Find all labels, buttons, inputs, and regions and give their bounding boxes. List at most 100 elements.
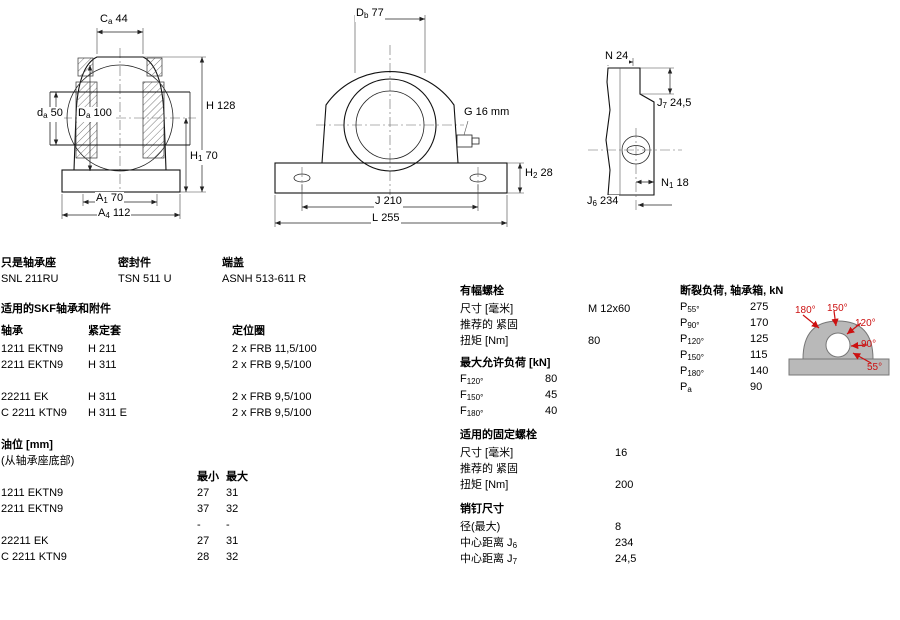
oil-name-cell: 1211 EKTN9 [1, 487, 64, 499]
foundation-size-value: 16 [615, 447, 628, 459]
breaking-load-P-label: P150° [680, 349, 704, 362]
breaking-load-title: 断裂负荷, 轴承箱, kN [680, 285, 784, 297]
breaking-load-P-label: P90° [680, 317, 700, 330]
bearing-cell: 22211 EK [1, 391, 49, 403]
foundation-bolts-title: 适用的固定螺栓 [460, 429, 537, 441]
end-cover-designation: ASNH 513-611 R [222, 273, 307, 285]
foundation-size-label: 尺寸 [毫米] [460, 447, 514, 459]
oil-level-subtitle: (从轴承座底部) [1, 455, 75, 467]
angle-label-150: 150° [827, 303, 848, 314]
bearing-cell: C 2211 KTN9 [1, 407, 67, 419]
bearing-section-right [142, 81, 165, 159]
dim-label-Db: Db 77 [355, 7, 385, 22]
angle-label-90: 90° [861, 339, 877, 350]
ring-cell: 2 x FRB 9,5/100 [232, 407, 312, 419]
bearings-table-title: 适用的SKF轴承和附件 [1, 303, 111, 315]
load-arrow-120 [846, 322, 862, 335]
dim-label-A4: A4 112 [97, 207, 132, 222]
oil-level-title: 油位 [mm] [1, 439, 53, 451]
dim-label-G: G 16 mm [463, 106, 511, 121]
oil-min-cell: - [197, 519, 201, 531]
load-arrow-150 [831, 310, 839, 327]
ring-cell: 2 x FRB 9,5/100 [232, 391, 312, 403]
sleeve-cell: H 311 [88, 359, 117, 371]
dim-label-N1: N1 18 [660, 177, 690, 192]
max-load-F-label: F120° [460, 373, 484, 386]
oil-max-cell: - [226, 519, 230, 531]
bearing-cell: 1211 EKTN9 [1, 343, 64, 355]
dim-label-Ca: Ca 44 [99, 13, 129, 28]
cap-bolts-rec-label: 推荐的 紧固 [460, 319, 519, 331]
col-header-sleeve: 紧定套 [88, 325, 121, 337]
col-header-ring: 定位圈 [232, 325, 265, 337]
max-load-F-value: 40 [545, 405, 558, 417]
pin-row-label: 中心距离 J6 [460, 537, 518, 550]
angle-label-120: 120° [855, 318, 876, 329]
cap-bolt-left [77, 57, 94, 77]
breaking-load-P-label: Pa [680, 381, 692, 394]
pin-row-value: 24,5 [615, 553, 637, 565]
max-load-title: 最大允许负荷 [kN] [460, 357, 551, 369]
sleeve-cell: H 311 E [88, 407, 127, 419]
load-arrow-90 [850, 341, 868, 350]
pin-row-label: 径(最大) [460, 521, 501, 533]
pin-row-value: 8 [615, 521, 622, 533]
side-view-drawing [274, 15, 524, 227]
cap-bolts-size-value: M 12x60 [588, 303, 631, 315]
dim-label-H1: H1 70 [189, 150, 219, 165]
breaking-load-P-value: 90 [750, 381, 763, 393]
seal-designation: TSN 511 U [118, 273, 172, 285]
col-header-max: 最大 [226, 471, 248, 483]
dim-label-J7: J7 24,5 [656, 97, 693, 112]
oil-max-cell: 31 [226, 487, 239, 499]
dim-label-H: H 128 [205, 100, 237, 115]
oil-min-cell: 37 [197, 503, 210, 515]
col-header-min: 最小 [197, 471, 219, 483]
pin-row-label: 中心距离 J7 [460, 553, 518, 566]
oil-max-cell: 32 [226, 503, 239, 515]
angle-label-55: 55° [867, 362, 883, 373]
cap-bolts-torque-label: 扭矩 [Nm] [460, 335, 509, 347]
oil-name-cell: C 2211 KTN9 [1, 551, 67, 563]
dim-label-J: J 210 [374, 195, 403, 210]
end-cover-label: 端盖 [222, 257, 244, 269]
breaking-load-P-value: 140 [750, 365, 769, 377]
end-view-drawing [588, 58, 682, 212]
seal-label: 密封件 [118, 257, 151, 269]
load-direction-diagram [788, 310, 890, 376]
front-view-drawing [44, 28, 206, 219]
dim-label-N: N 24 [604, 50, 630, 65]
oil-max-cell: 32 [226, 551, 239, 563]
dim-label-A1: A1 70 [95, 192, 125, 207]
foundation-torque-label: 扭矩 [Nm] [460, 479, 509, 491]
oil-max-cell: 31 [226, 535, 239, 547]
breaking-load-P-label: P55° [680, 301, 700, 314]
dim-label-L: L 255 [371, 212, 401, 227]
sleeve-cell: H 311 [88, 391, 117, 403]
ring-cell: 2 x FRB 11,5/100 [232, 343, 317, 355]
cap-bolts-title: 有幅螺栓 [460, 285, 504, 297]
dim-label-H2: H2 28 [524, 167, 554, 182]
oil-min-cell: 28 [197, 551, 210, 563]
max-load-F-value: 45 [545, 389, 558, 401]
foundation-rec-label: 推荐的 紧固 [460, 463, 519, 475]
housing-designation: SNL 211RU [1, 273, 59, 285]
breaking-load-P-label: P180° [680, 365, 704, 378]
breaking-load-P-label: P120° [680, 333, 704, 346]
sleeve-cell: H 211 [88, 343, 117, 355]
cap-bolt-right [146, 57, 163, 77]
oil-min-cell: 27 [197, 535, 210, 547]
oil-name-cell: 2211 EKTN9 [1, 503, 64, 515]
pins-title: 销钉尺寸 [460, 503, 504, 515]
cap-bolts-torque-value: 80 [588, 335, 601, 347]
dim-label-Da: Da 100 [77, 107, 113, 122]
oil-min-cell: 27 [197, 487, 210, 499]
dim-label-da: da 50 [36, 107, 64, 122]
load-arrow-180 [802, 314, 820, 329]
foundation-torque-value: 200 [615, 479, 634, 491]
cap-bolts-size-label: 尺寸 [毫米] [460, 303, 514, 315]
breaking-load-P-value: 275 [750, 301, 769, 313]
housing-only-label: 只是轴承座 [1, 257, 56, 269]
breaking-load-P-value: 115 [750, 349, 768, 361]
